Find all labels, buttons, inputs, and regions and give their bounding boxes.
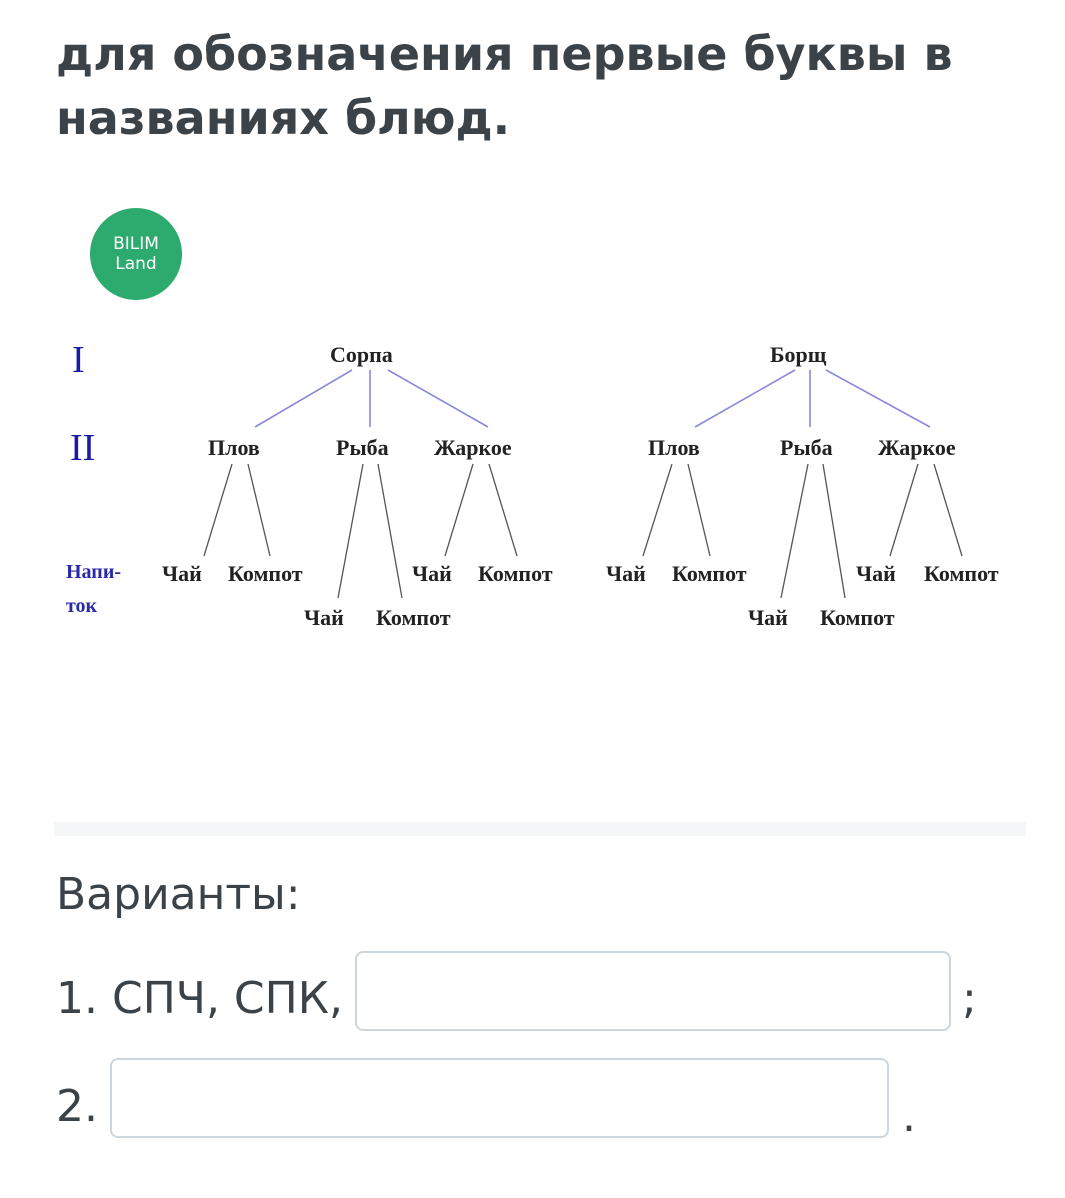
tree-node-leaf: Чай (856, 561, 896, 586)
tree-node-leaf: Чай (748, 605, 788, 630)
link-t2-ryba-kompot (822, 463, 846, 599)
link-t1-ryba-chai (337, 463, 364, 599)
link-t2-plov-kompot (687, 463, 711, 557)
tree-node-leaf: Компот (672, 561, 747, 586)
tree-node-branch: Рыба (780, 435, 833, 460)
tree-node-branch: Плов (648, 435, 700, 460)
answer-2-input[interactable] (110, 1058, 889, 1138)
tree-node-root: Борщ (770, 342, 827, 367)
question-line-1: для обозначения первые буквы в (56, 27, 953, 81)
level-label-first: I (72, 339, 85, 381)
logo-line-1: BILIM (113, 234, 159, 254)
tree-node-branch: Рыба (336, 435, 389, 460)
tree-node-leaf: Компот (478, 561, 553, 586)
link-t1-plov-kompot (247, 463, 271, 557)
tree-node-leaf: Компот (820, 605, 895, 630)
link-t2-plov-chai (642, 463, 673, 557)
tree-node-leaf: Чай (412, 561, 452, 586)
link-borsch-zharkoe (825, 369, 931, 428)
tree-node-branch: Жаркое (434, 435, 512, 460)
tree-node-leaf: Компот (228, 561, 303, 586)
bilimland-logo: BILIM Land (90, 208, 182, 300)
upper-links (254, 369, 931, 428)
tree-node-branch: Жаркое (878, 435, 956, 460)
link-t1-plov-chai (203, 463, 233, 557)
level-label-drink-1: Напи- (66, 561, 121, 583)
tree-node-leaf: Компот (924, 561, 999, 586)
tree-node-leaf: Чай (606, 561, 646, 586)
answer-2-prefix: 2. (56, 1081, 98, 1132)
link-borsch-plov (694, 369, 796, 428)
tree-node-root: Сорпа (330, 342, 393, 367)
link-sorpa-zharkoe (387, 369, 489, 428)
lower-links (203, 463, 963, 599)
link-sorpa-plov (254, 369, 353, 428)
section-divider (54, 822, 1026, 836)
link-t2-ryba-chai (780, 463, 809, 599)
tree-node-leaf: Компот (376, 605, 451, 630)
variants-title: Варианты: (56, 869, 301, 920)
question-text: для обозначения первые буквы в названиях… (56, 22, 1016, 150)
level-label-drink-2: ток (66, 595, 98, 617)
link-t1-zharkoe-chai (444, 463, 474, 557)
answer-1-input[interactable] (355, 951, 951, 1031)
link-t2-zharkoe-chai (889, 463, 919, 557)
answer-2-suffix: . (902, 1091, 916, 1142)
question-line-2: названиях блюд. (56, 91, 511, 145)
tree-node-leaf: Чай (162, 561, 202, 586)
level-label-second: II (70, 427, 96, 469)
link-t1-zharkoe-kompot (488, 463, 518, 557)
link-t2-zharkoe-kompot (933, 463, 963, 557)
tree-node-leaf: Чай (304, 605, 344, 630)
answer-1-prefix: 1. СПЧ, СПК, (56, 973, 343, 1024)
tree-lines (203, 369, 963, 599)
link-t1-ryba-kompot (377, 463, 403, 599)
logo-line-2: Land (115, 254, 157, 274)
answer-1-suffix: ; (962, 973, 977, 1024)
tree-node-branch: Плов (208, 435, 260, 460)
menu-tree-diagram: I II Напи- ток Сорпа Плов Рыба Жаркое Ча… (0, 330, 1065, 660)
